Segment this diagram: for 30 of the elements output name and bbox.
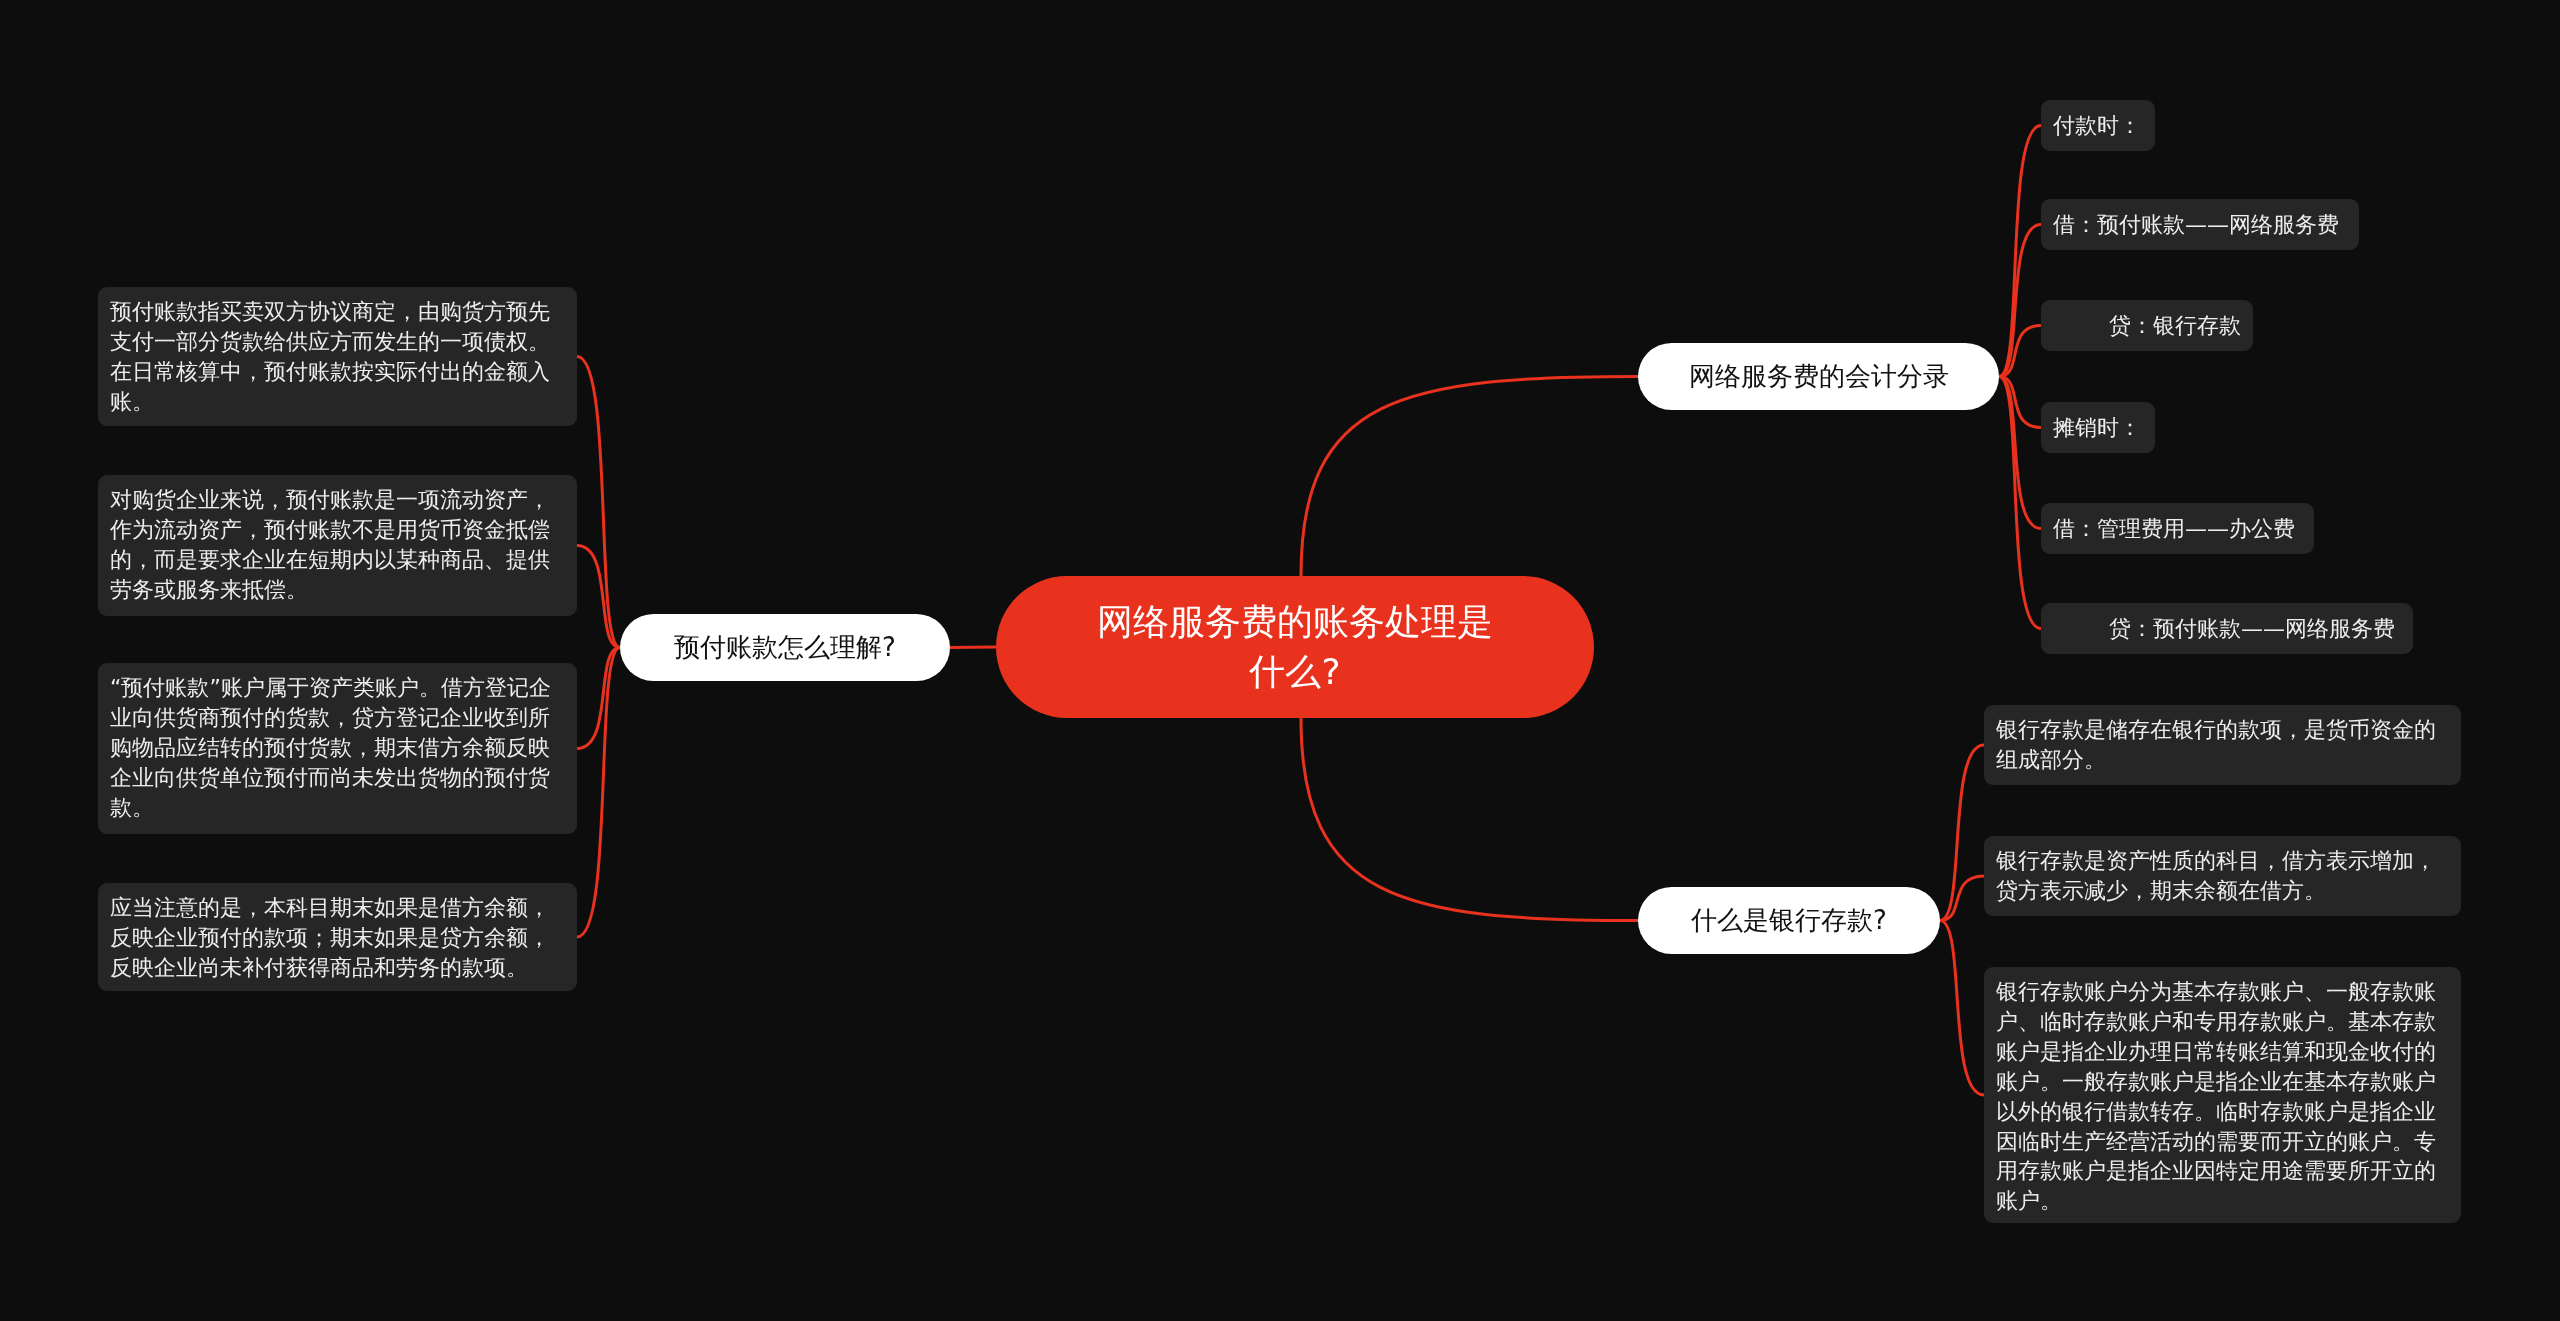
connector [1998, 223, 2042, 378]
connector [1299, 375, 1638, 577]
connector [576, 544, 621, 649]
connector [1998, 375, 2042, 630]
note-card: 银行存款账户分为基本存款账户、一般存款账户、临时存款账户和专用存款账户。基本存款账户是指企业办理日常转账结算和现金收付的账户。一般存款账户是指企业在基本存款账户以外的银行借款转存。临时存款账户是指企业因临时生产经营活动的需要而开立的账户。专用存款账户是指企业因特定用途需要所开立的账户。 [1984, 967, 2461, 1223]
connector [576, 646, 622, 939]
connector [576, 355, 622, 649]
note-card: 应当注意的是，本科目期末如果是借方余额，反映企业预付的款项；期末如果是贷方余额，反映企业尚未补付获得商品和劳务的款项。 [98, 883, 577, 991]
note-card: “预付账款”账户属于资产类账户。借方登记企业向供货商预付的货款，贷方登记企业收到所购物品应结转的预付货款，期末借方余额反映企业向供货单位预付而尚未发出货物的预付货款。 [98, 663, 577, 834]
topic-pill: 什么是银行存款? [1638, 887, 1940, 954]
note-card: 银行存款是资产性质的科目，借方表示增加，贷方表示减少，期末余额在借方。 [1984, 836, 2461, 916]
connector [950, 645, 996, 649]
connector [1299, 717, 1638, 922]
topic-pill: 预付账款怎么理解? [620, 614, 950, 681]
connector [1939, 874, 1985, 922]
note-card: 贷：银行存款 [2041, 300, 2253, 351]
connector [1939, 919, 1985, 1097]
topic-pill: 网络服务费的会计分录 [1638, 343, 1999, 410]
central-topic: 网络服务费的账务处理是什么? [996, 576, 1594, 718]
note-card: 预付账款指买卖双方协议商定，由购货方预先支付一部分货款给供应方而发生的一项债权。在日常核算中，预付账款按实际付出的金额入账。 [98, 287, 577, 426]
connector [576, 646, 621, 750]
note-card: 银行存款是储存在银行的款项，是货币资金的组成部分。 [1984, 705, 2461, 785]
note-card: 借：管理费用——办公费 [2041, 503, 2314, 554]
note-card: 付款时： [2041, 100, 2155, 151]
connector [1998, 375, 2042, 429]
note-card: 摊销时： [2041, 402, 2155, 453]
note-card: 对购货企业来说，预付账款是一项流动资产，作为流动资产，预付账款不是用货币资金抵偿的，而是要求企业在短期内以某种商品、提供劳务或服务来抵偿。 [98, 475, 577, 616]
connector [1939, 743, 1985, 922]
note-card: 借：预付账款——网络服务费 [2041, 199, 2359, 250]
note-card: 贷：预付账款——网络服务费 [2041, 603, 2413, 654]
